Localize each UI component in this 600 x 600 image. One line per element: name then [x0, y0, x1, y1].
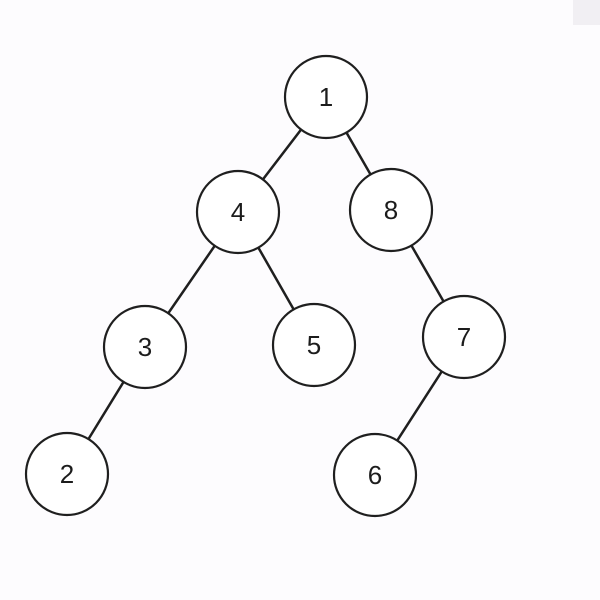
- tree-node-circle-3: [102, 304, 188, 390]
- tree-node-6: 6: [332, 432, 418, 518]
- tree-node-label-6: 6: [368, 460, 382, 490]
- tree-node-7: 7: [421, 294, 507, 380]
- tree-node-label-8: 8: [384, 195, 398, 225]
- tree-node-circle-7: [421, 294, 507, 380]
- tree-node-label-4: 4: [231, 197, 245, 227]
- tree-node-circle-1: [283, 54, 369, 140]
- tree-node-3: 3: [102, 304, 188, 390]
- tree-node-circle-5: [271, 302, 357, 388]
- tree-node-circle-8: [348, 167, 434, 253]
- tree-node-label-7: 7: [457, 322, 471, 352]
- tree-node-1: 1: [283, 54, 369, 140]
- tree-node-label-3: 3: [138, 332, 152, 362]
- tree-node-circle-2: [24, 431, 110, 517]
- tree-node-label-1: 1: [319, 82, 333, 112]
- tree-node-label-5: 5: [307, 330, 321, 360]
- corner-artifact: [573, 0, 600, 25]
- tree-node-4: 4: [195, 169, 281, 255]
- tree-node-label-2: 2: [60, 459, 74, 489]
- tree-node-8: 8: [348, 167, 434, 253]
- tree-node-2: 2: [24, 431, 110, 517]
- tree-node-circle-4: [195, 169, 281, 255]
- tree-node-5: 5: [271, 302, 357, 388]
- tree-node-circle-6: [332, 432, 418, 518]
